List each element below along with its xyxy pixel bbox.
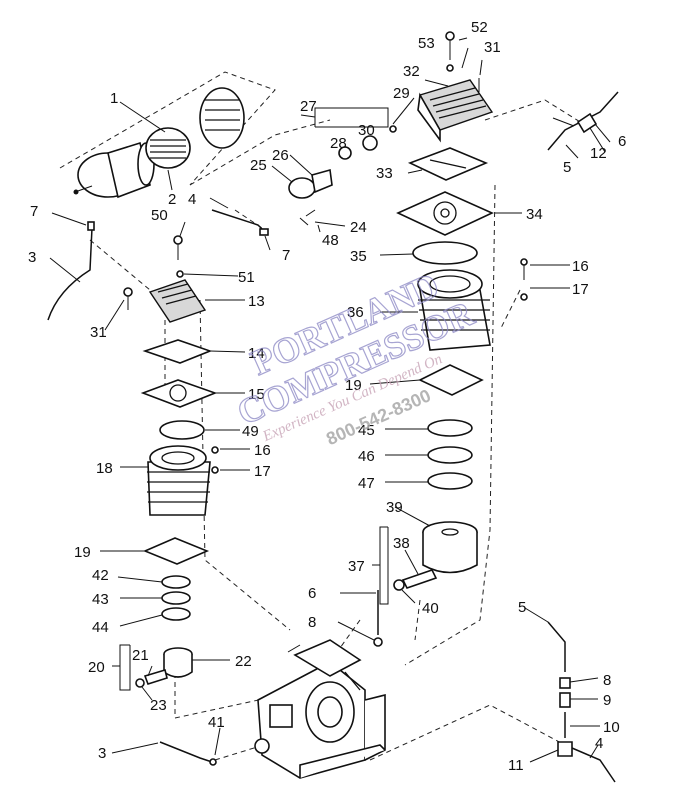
callout-23: 23 (150, 697, 167, 714)
callout-34: 34 (526, 206, 543, 223)
callout-37: 37 (348, 558, 365, 575)
callout-50: 50 (151, 207, 168, 224)
left-cylinder (147, 445, 211, 516)
left-piston (135, 647, 193, 688)
callout-41: 41 (208, 714, 225, 731)
callout-6-tube-center: 6 (308, 585, 316, 602)
callout-21: 21 (132, 647, 149, 664)
left-head-gasket (142, 339, 213, 364)
callout-17-washer-right: 17 (572, 281, 589, 298)
callout-10: 10 (603, 719, 620, 736)
callout-33: 33 (376, 165, 393, 182)
callout-1: 1 (110, 90, 118, 107)
callout-26: 26 (272, 147, 289, 164)
right-head-gasket (407, 147, 489, 181)
callout-32: 32 (403, 63, 420, 80)
callout-8-nut-right: 8 (603, 672, 611, 689)
right-o-ring-35 (412, 241, 478, 265)
callout-4-tube-bottom: 4 (595, 735, 603, 752)
left-base-gasket (142, 537, 210, 565)
right-valve-plate (396, 191, 494, 236)
callout-3-hose-bottom: 3 (98, 745, 106, 762)
callout-4-tube-top: 4 (188, 191, 196, 208)
callout-14: 14 (248, 345, 265, 362)
callout-44: 44 (92, 619, 109, 636)
callout-46: 46 (358, 448, 375, 465)
callout-47: 47 (358, 475, 375, 492)
callout-25: 25 (250, 157, 267, 174)
callout-5-hose-lower: 5 (518, 599, 526, 616)
crankcase (254, 639, 386, 779)
left-o-ring-49 (159, 420, 205, 440)
callout-7-elbow-center: 7 (282, 247, 290, 264)
callout-8-nut-center: 8 (308, 614, 316, 631)
callout-18: 18 (96, 460, 113, 477)
callout-36: 36 (347, 304, 364, 321)
left-valve-plate (140, 379, 218, 408)
piston-assembly (393, 521, 478, 591)
leader-lines (49, 37, 611, 763)
callout-15: 15 (248, 386, 265, 403)
air-filter-assembly (73, 87, 245, 199)
callout-42: 42 (92, 567, 109, 584)
left-piston-rings (161, 575, 191, 621)
filter-housing (199, 87, 245, 149)
callout-38: 38 (393, 535, 410, 552)
callout-39: 39 (386, 499, 403, 516)
callout-6-tube-right: 6 (618, 133, 626, 150)
callout-52: 52 (471, 19, 488, 36)
right-cylinder-head (417, 31, 494, 143)
callout-2: 2 (168, 191, 176, 208)
callout-11: 11 (508, 757, 524, 774)
callout-29: 29 (393, 85, 410, 102)
callout-9: 9 (603, 692, 611, 709)
callout-labels: 1 2 3 3 4 4 5 5 6 6 7 7 8 8 9 10 11 12 1… (28, 19, 626, 774)
callout-27: 27 (300, 98, 317, 115)
piston-rings (427, 419, 473, 490)
fitting-group (288, 125, 397, 226)
left-cylinder-head (148, 235, 207, 323)
right-base-gasket (418, 364, 484, 396)
callout-43: 43 (92, 591, 109, 608)
callout-5-hose-right: 5 (563, 159, 571, 176)
callout-51: 51 (238, 269, 255, 286)
callout-3-hose-left: 3 (28, 249, 36, 266)
callout-28: 28 (330, 135, 347, 152)
callout-16-bolt-right: 16 (572, 258, 589, 275)
callout-45: 45 (358, 422, 375, 439)
callout-13: 13 (248, 293, 265, 310)
callout-17-washer-left: 17 (254, 463, 271, 480)
callout-16-bolt-left: 16 (254, 442, 271, 459)
callout-20: 20 (88, 659, 105, 676)
callout-24: 24 (350, 219, 367, 236)
callout-40: 40 (422, 600, 439, 617)
callout-22: 22 (235, 653, 252, 670)
callout-48: 48 (322, 232, 339, 249)
callout-31-bolt-left: 31 (90, 324, 107, 341)
callout-19-gasket-right: 19 (345, 377, 362, 394)
callout-35: 35 (350, 248, 367, 265)
callout-12: 12 (590, 145, 607, 162)
callout-53: 53 (418, 35, 435, 52)
tubing (47, 91, 619, 783)
filter-element (145, 127, 191, 169)
callout-49: 49 (242, 423, 259, 440)
callout-19-gasket-left: 19 (74, 544, 91, 561)
callout-31-bolt-top: 31 (484, 39, 501, 56)
callout-7-elbow-left: 7 (30, 203, 38, 220)
right-cylinder (417, 269, 491, 351)
callout-30: 30 (358, 122, 375, 139)
